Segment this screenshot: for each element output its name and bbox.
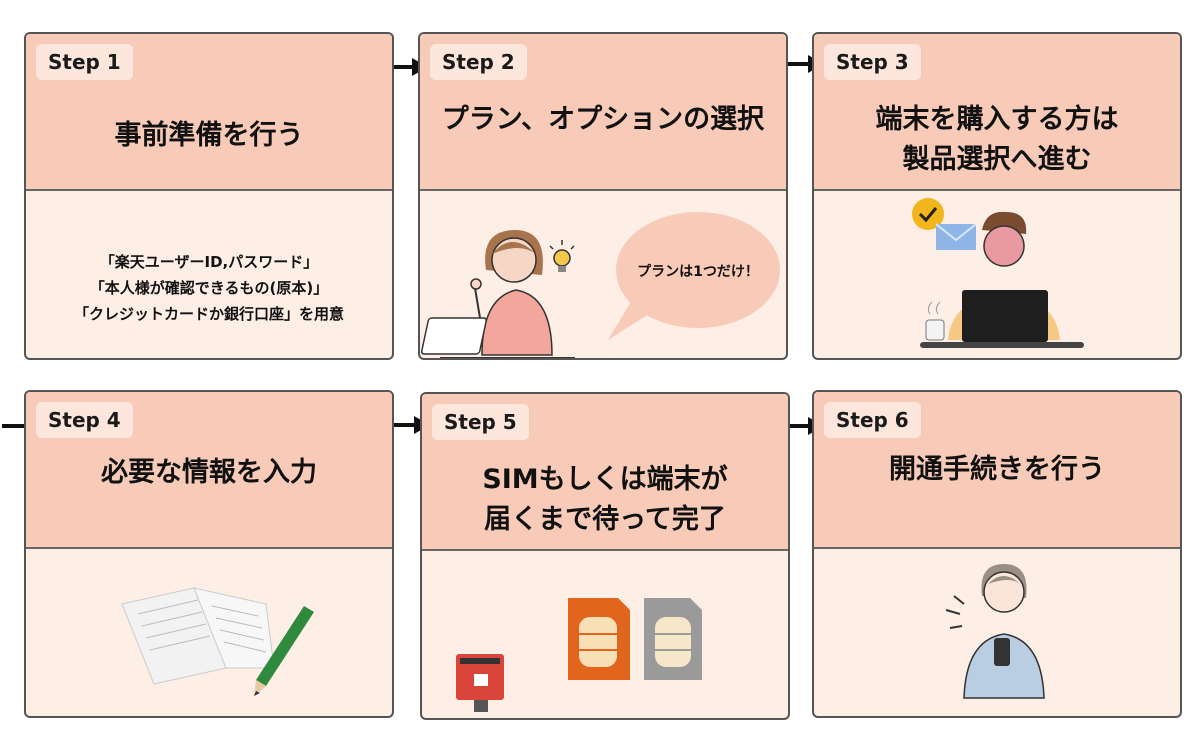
bubble-text: プランは1つだけ！ <box>637 264 759 280</box>
step-illustration: プランは1つだけ！ <box>420 212 780 358</box>
step-title-line: 届くまで待って完了 <box>484 504 726 535</box>
note-line: 「クレジットカードか銀行口座」を用意 <box>73 305 344 323</box>
step-badge: Step 3 <box>824 44 921 80</box>
step-badge: Step 1 <box>36 44 133 80</box>
step-title: 事前準備を行う <box>26 116 392 156</box>
lightbulb-icon <box>549 240 575 272</box>
step-illustration <box>456 598 702 712</box>
step-title: SIMもしくは端末が 届くまで待って完了 <box>422 460 788 540</box>
step-card-1: Step 1 事前準備を行う 「楽天ユーザーID,パスワード」 「本人様が確認で… <box>24 32 394 360</box>
step-card-4: Step 4 必要な情報を入力 <box>24 390 394 718</box>
step-title-line: 端末を購入する方は <box>875 104 1119 135</box>
step-title-line: 開通手続きを行う <box>889 454 1105 485</box>
notebook-icon <box>121 587 275 685</box>
sim-card-icon <box>644 598 702 680</box>
step-title: 必要な情報を入力 <box>26 453 392 493</box>
pencil-icon <box>254 606 314 696</box>
step-title: 端末を購入する方は 製品選択へ進む <box>814 100 1180 180</box>
step-card-3: Step 3 端末を購入する方は 製品選択へ進む <box>812 32 1182 360</box>
step-title-line: プラン、オプションの選択 <box>441 104 765 135</box>
step-badge: Step 2 <box>430 44 527 80</box>
envelope-icon <box>935 223 977 250</box>
woman-smartphone-icon <box>945 564 1045 699</box>
note-line: 「本人様が確認できるもの(原本)」 <box>89 279 329 297</box>
note-line: 「楽天ユーザーID,パスワード」 <box>99 253 319 271</box>
step-title-line: 必要な情報を入力 <box>101 457 317 488</box>
step-title: プラン、オプションの選択 <box>420 100 786 140</box>
step-notes: 「楽天ユーザーID,パスワード」 「本人様が確認できるもの(原本)」 「クレジッ… <box>26 249 392 327</box>
sim-card-icon <box>568 598 630 680</box>
step-badge: Step 4 <box>36 402 133 438</box>
speech-bubble-icon: プランは1つだけ！ <box>608 212 780 340</box>
step-card-5: Step 5 SIMもしくは端末が 届くまで待って完了 <box>420 392 790 720</box>
step-title-line: 製品選択へ進む <box>902 144 1092 175</box>
woman-laptop-icon <box>420 230 575 358</box>
postbox-icon <box>456 654 504 712</box>
step-badge: Step 5 <box>432 404 529 440</box>
step-title-line: 事前準備を行う <box>114 120 304 151</box>
step-illustration <box>945 564 1045 699</box>
step-illustration <box>121 587 314 696</box>
step-illustration <box>912 198 1084 348</box>
man-laptop-icon <box>920 211 1084 348</box>
coffee-cup-icon <box>925 301 945 341</box>
step-card-6: Step 6 開通手続きを行う <box>812 390 1182 718</box>
step-title: 開通手続きを行う <box>814 450 1180 490</box>
step-badge: Step 6 <box>824 402 921 438</box>
step-card-2: Step 2 プラン、オプションの選択 プランは1つだけ！ <box>418 32 788 360</box>
check-icon <box>912 198 944 230</box>
step-title-line: SIMもしくは端末が <box>482 464 728 495</box>
